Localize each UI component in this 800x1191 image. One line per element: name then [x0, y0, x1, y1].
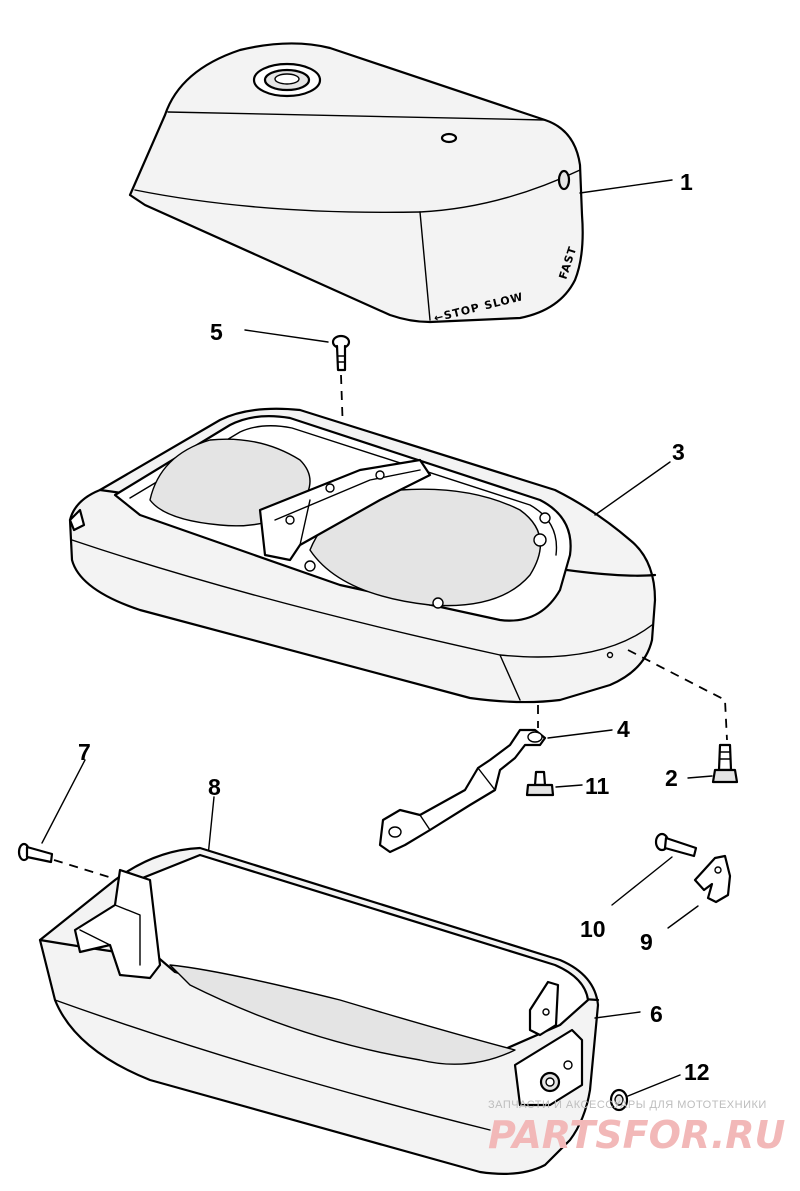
callout-12: 12 — [684, 1059, 710, 1085]
callout-1: 1 — [680, 169, 693, 195]
leader-4 — [547, 729, 613, 739]
leader-9 — [667, 905, 699, 929]
grommet-part-12 — [609, 1088, 629, 1112]
leader-10 — [611, 856, 673, 906]
screw-part-11 — [525, 770, 555, 797]
leader-5 — [244, 329, 329, 343]
callout-6: 6 — [650, 1001, 663, 1027]
screw-part-2 — [711, 743, 739, 784]
callout-9: 9 — [640, 929, 653, 955]
callout-10: 10 — [580, 916, 606, 942]
top-hood — [128, 42, 584, 324]
leader-2 — [687, 775, 713, 779]
screw-part-10 — [654, 832, 698, 858]
callout-3: 3 — [672, 439, 685, 465]
callout-2: 2 — [665, 765, 678, 791]
middle-cover — [68, 407, 657, 704]
leader-3 — [594, 461, 671, 516]
leader-6 — [594, 1011, 641, 1019]
screw-5-alignment-line — [340, 374, 346, 491]
pin-part-7 — [17, 842, 54, 864]
watermark-tagline: ЗАПЧАСТИ И АКСЕССУАРЫ ДЛЯ МОТОТЕХНИКИ — [488, 1099, 767, 1111]
screw-part-5 — [331, 334, 351, 372]
callout-8: 8 — [208, 774, 221, 800]
leader-7 — [41, 759, 86, 844]
screw-2-alignment-line — [627, 649, 728, 741]
pin-7-alignment-line — [53, 859, 113, 879]
watermark-site: PARTSFOR.RU — [488, 1113, 786, 1157]
callout-11: 11 — [585, 773, 610, 799]
leader-11 — [555, 784, 583, 788]
clip-part-9 — [693, 854, 732, 904]
leader-12 — [627, 1074, 681, 1097]
callout-7: 7 — [78, 739, 91, 765]
latch-bracket-part-4 — [378, 728, 547, 854]
lower-cover — [38, 846, 600, 1175]
leader-1 — [579, 179, 673, 194]
callout-5: 5 — [210, 319, 223, 345]
callout-4: 4 — [617, 716, 630, 742]
